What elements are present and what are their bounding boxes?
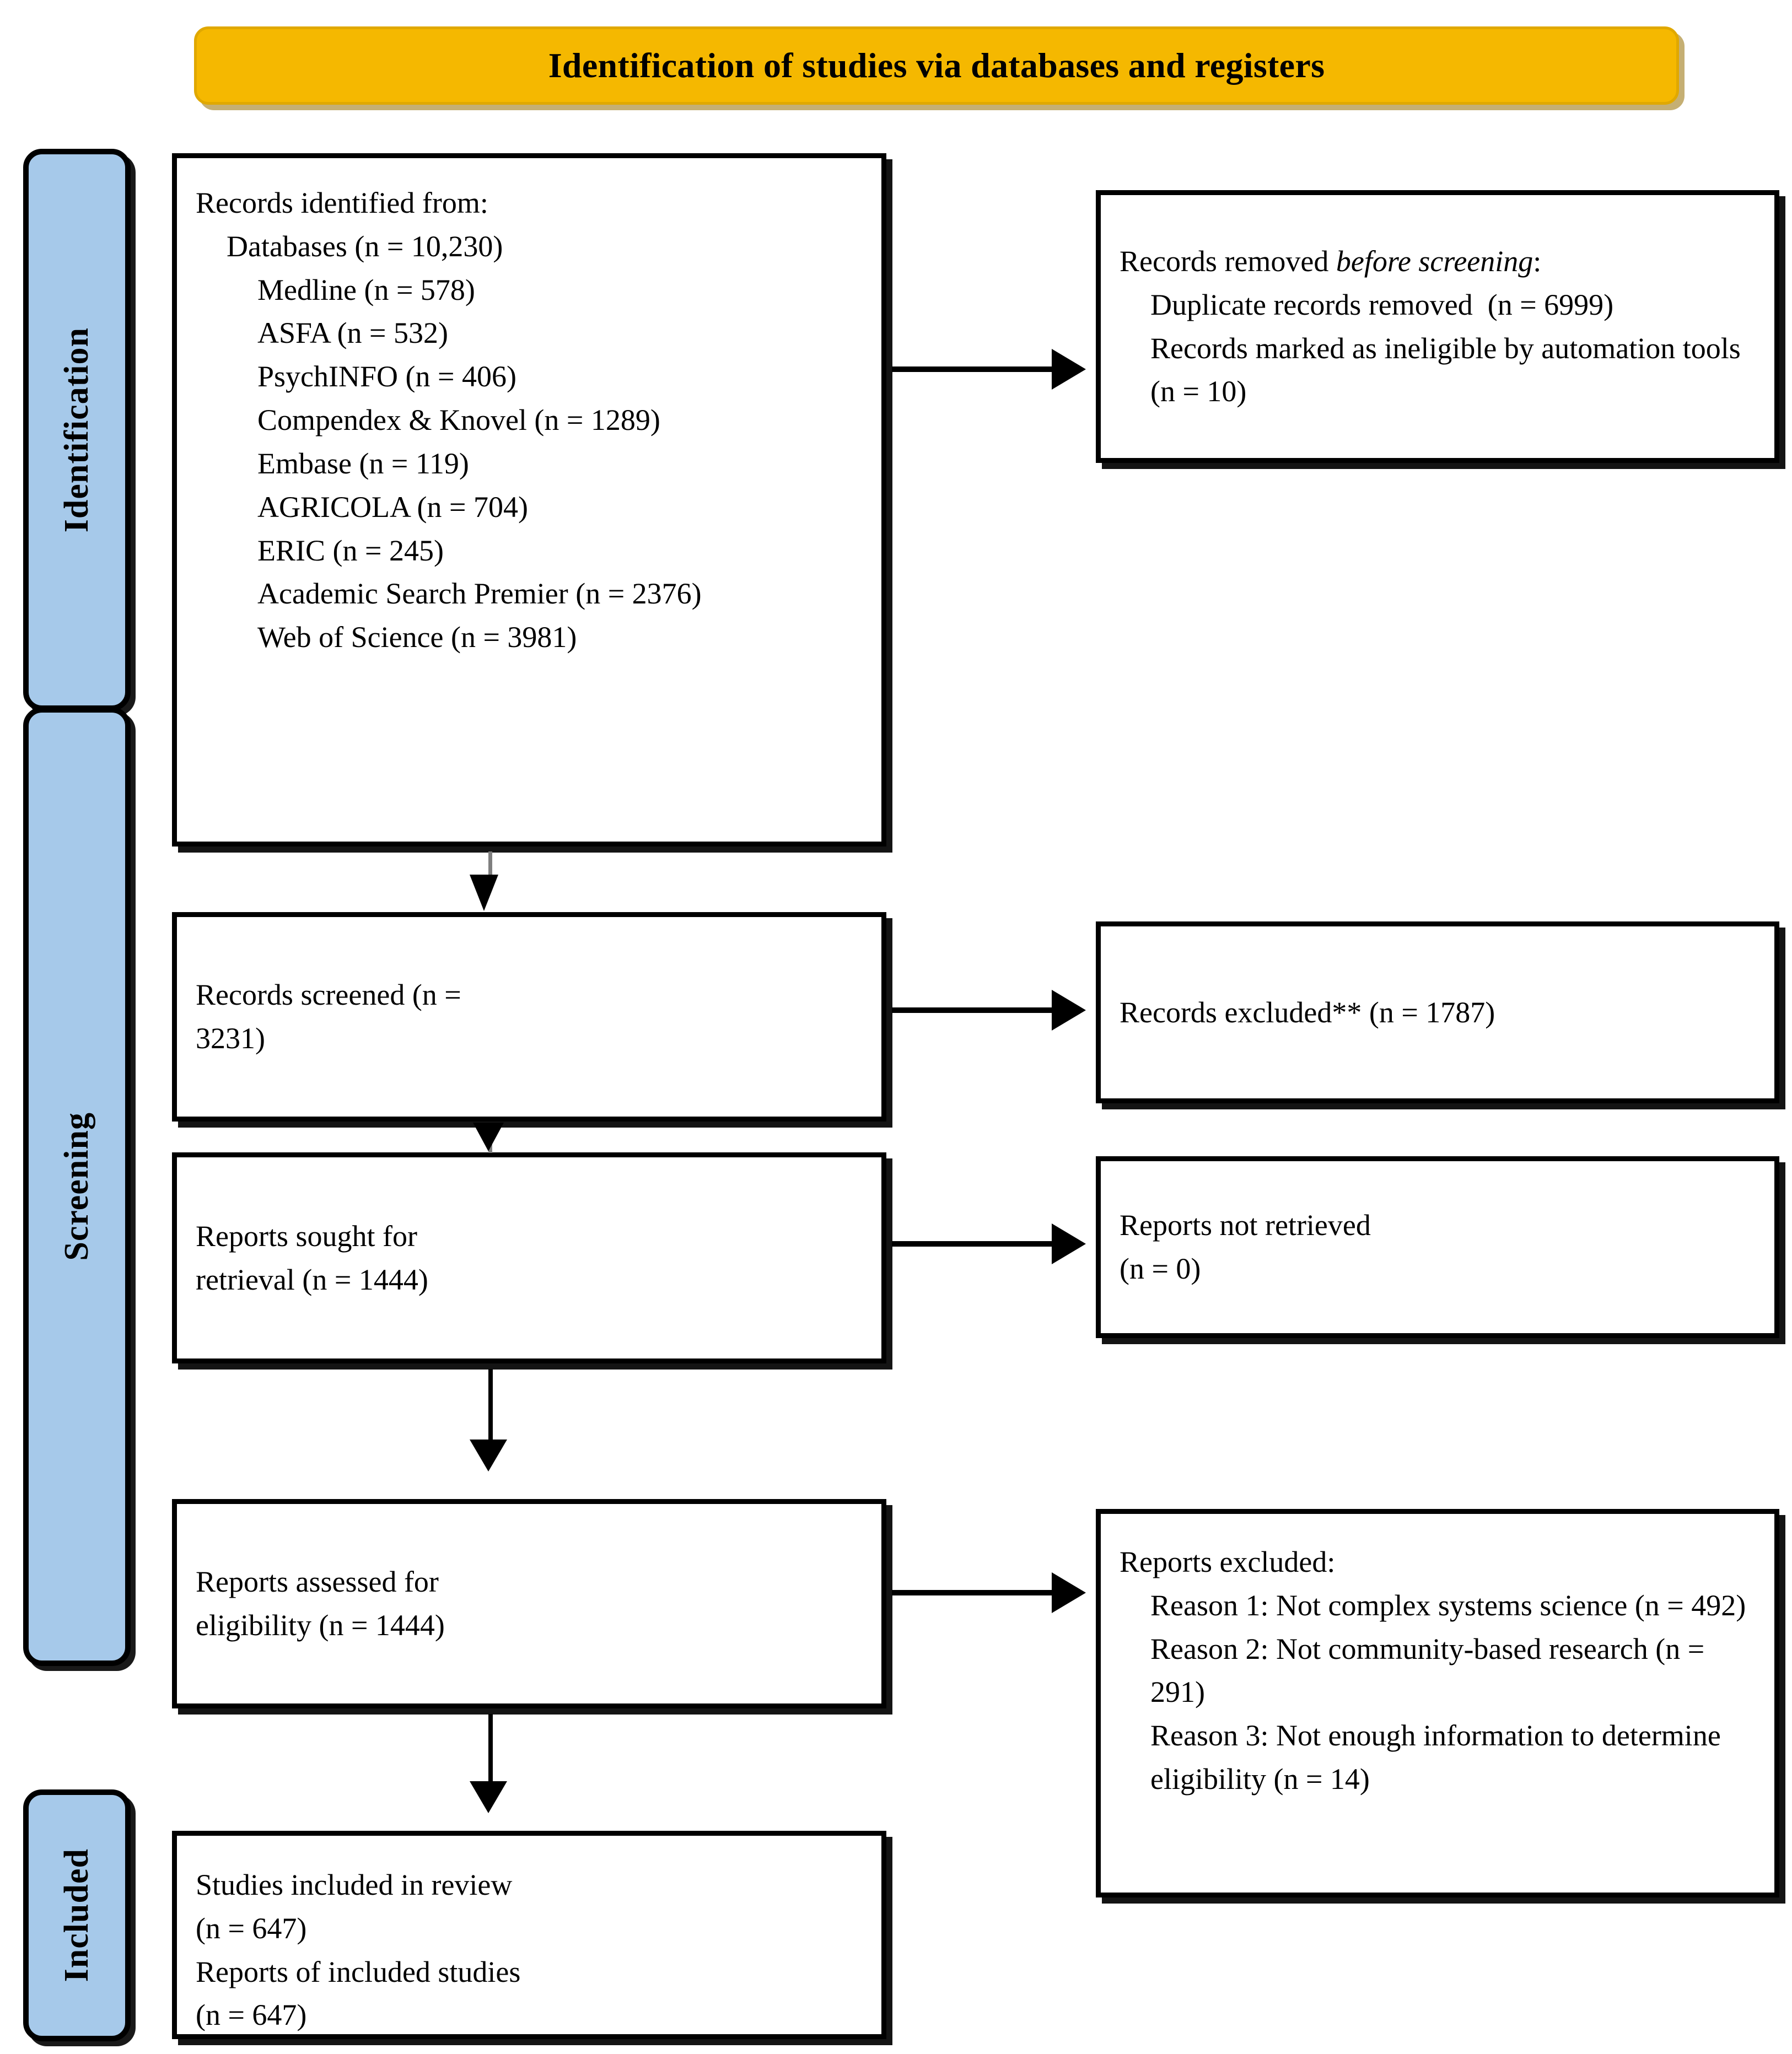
records-removed-duplicates: Duplicate records removed (n = 6999) — [1150, 288, 1614, 321]
box-records-removed: Records removed before screening: Duplic… — [1096, 190, 1779, 463]
records-removed-heading-italic: before screening — [1336, 244, 1533, 278]
box-studies-included: Studies included in review (n = 647) Rep… — [172, 1831, 886, 2039]
banner-title: Identification of studies via databases … — [548, 46, 1325, 85]
box-records-screened: Records screened (n = 3231) — [172, 912, 886, 1122]
records-removed-heading-suffix: : — [1533, 244, 1542, 278]
source-web-of-science: Web of Science (n = 3981) — [257, 621, 577, 654]
studies-included-line2: (n = 647) — [196, 1911, 307, 1945]
box-records-identified: Records identified from: Databases (n = … — [172, 153, 886, 847]
reports-excluded-reason-1: Reason 1: Not complex systems science (n… — [1150, 1588, 1746, 1622]
records-removed-automation: Records marked as ineligible by automati… — [1150, 331, 1748, 408]
box-reports-sought: Reports sought for retrieval (n = 1444) — [172, 1152, 886, 1363]
box-reports-not-retrieved: Reports not retrieved (n = 0) — [1096, 1156, 1779, 1338]
connector-assessed-to-included-arrowhead-icon — [470, 1781, 507, 1813]
connector-screened-to-excluded-line — [892, 1007, 1063, 1013]
reports-sought-line1: Reports sought for — [196, 1219, 417, 1253]
connector-sought-to-assessed-arrowhead-icon — [470, 1440, 507, 1471]
connector-assessed-to-included-line — [488, 1714, 493, 1797]
reports-excluded-heading: Reports excluded: — [1120, 1545, 1336, 1578]
studies-included-line1: Studies included in review — [196, 1868, 513, 1901]
stage-label-identification: Identification — [23, 149, 131, 711]
reports-assessed-line2: eligibility (n = 1444) — [196, 1609, 445, 1642]
connector-screened-to-sought-arrowhead-icon — [473, 1123, 504, 1151]
source-compendex-knovel: Compendex & Knovel (n = 1289) — [257, 403, 660, 437]
records-removed-heading: Records removed before screening: — [1120, 240, 1756, 283]
connector-assessed-to-repexcluded-arrowhead-icon — [1052, 1572, 1086, 1613]
connector-identified-to-screened-line — [488, 851, 492, 890]
source-agricola: AGRICOLA (n = 704) — [257, 490, 528, 524]
reports-excluded-reason-2: Reason 2: Not community-based research (… — [1150, 1632, 1712, 1709]
connector-screened-to-excluded-arrowhead-icon — [1052, 990, 1086, 1031]
reports-assessed-line1: Reports assessed for — [196, 1565, 439, 1599]
records-screened-line1: Records screened (n = — [196, 978, 461, 1012]
source-psychinfo: PsychINFO (n = 406) — [257, 360, 516, 393]
box-records-excluded: Records excluded** (n = 1787) — [1096, 921, 1779, 1103]
reports-not-retrieved-line1: Reports not retrieved — [1120, 1209, 1371, 1242]
connector-assessed-to-repexcluded-line — [892, 1590, 1063, 1595]
source-academic-search-premier: Academic Search Premier (n = 2376) — [257, 577, 702, 611]
studies-included-line4: (n = 647) — [196, 1998, 307, 2032]
stage-label-included-text: Included — [58, 1848, 95, 1982]
connector-identified-to-removed-arrowhead-icon — [1052, 349, 1086, 390]
connector-identified-to-removed-line — [892, 366, 1063, 372]
box-reports-excluded: Reports excluded: Reason 1: Not complex … — [1096, 1509, 1779, 1897]
source-medline: Medline (n = 578) — [257, 273, 475, 306]
reports-sought-line2: retrieval (n = 1444) — [196, 1263, 428, 1296]
box-reports-assessed: Reports assessed for eligibility (n = 14… — [172, 1499, 886, 1708]
records-identified-heading: Records identified from: — [196, 186, 488, 219]
records-identified-databases-total: Databases (n = 10,230) — [227, 229, 503, 263]
studies-included-line3: Reports of included studies — [196, 1955, 521, 1988]
stage-label-identification-text: Identification — [58, 327, 95, 533]
stage-label-included: Included — [23, 1789, 131, 2041]
reports-excluded-reason-3: Reason 3: Not enough information to dete… — [1150, 1719, 1729, 1796]
source-embase: Embase (n = 119) — [257, 446, 469, 480]
records-removed-heading-prefix: Records removed — [1120, 244, 1336, 278]
source-eric: ERIC (n = 245) — [257, 533, 444, 567]
records-excluded-line1: Records excluded** (n = 1787) — [1120, 995, 1495, 1029]
connector-sought-to-notretrieved-arrowhead-icon — [1052, 1223, 1086, 1264]
reports-not-retrieved-line2: (n = 0) — [1120, 1252, 1201, 1285]
source-asfa: ASFA (n = 532) — [257, 316, 448, 350]
connector-sought-to-assessed-line — [488, 1369, 493, 1457]
connector-identified-to-screened-arrowhead-icon — [470, 875, 498, 911]
stage-label-screening-text: Screening — [58, 1112, 95, 1261]
diagram-header-banner: Identification of studies via databases … — [194, 26, 1679, 105]
connector-sought-to-notretrieved-line — [892, 1241, 1063, 1247]
stage-label-screening: Screening — [23, 707, 131, 1666]
records-screened-line2: 3231) — [196, 1022, 265, 1055]
